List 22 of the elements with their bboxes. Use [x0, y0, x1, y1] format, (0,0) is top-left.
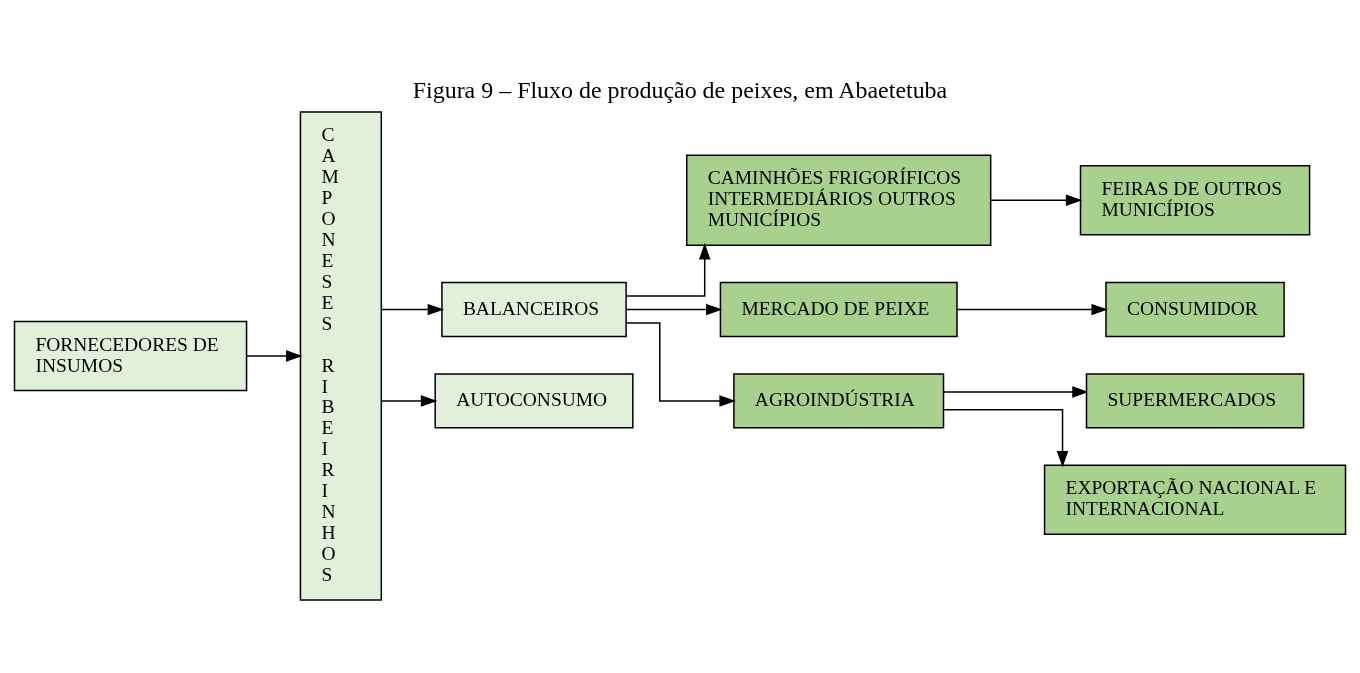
arrow: [943, 409, 1069, 468]
arrow: [246, 350, 303, 362]
node-box: BALANCEIROS: [441, 281, 627, 338]
node-box: AUTOCONSUMO: [434, 373, 634, 429]
arrow: [626, 322, 736, 407]
diagram-title: Figura 9 – Fluxo de produção de peixes, em Abaetetuba: [412, 77, 948, 104]
arrow: [942, 386, 1089, 398]
node-box: MERCADO DE PEIXE: [719, 281, 958, 338]
node-box: AGROINDÚSTRIA: [733, 373, 945, 429]
node-box: FORNECEDORES DE INSUMOS: [13, 320, 248, 392]
arrow: [380, 303, 445, 316]
node-box: FEIRAS DE OUTROS MUNICÍPIOS: [1079, 165, 1311, 236]
node-box: CAMINHÕES FRIGORÍFICOS INTERMEDIÁRIOS OUTROS MUNICÍPIOS: [686, 154, 992, 246]
node-box: CONSUMIDOR: [1105, 281, 1285, 338]
node-box: EXPORTAÇÃO NACIONAL E INTERNACIONAL: [1043, 464, 1347, 535]
arrow: [380, 395, 438, 407]
arrow: [625, 303, 723, 316]
node-box: SUPERMERCADOS: [1085, 373, 1305, 429]
arrow: [956, 303, 1108, 316]
node-box: CAMPONESES RIBEIRINHOS: [299, 111, 383, 601]
arrow: [990, 194, 1083, 207]
arrow: [625, 243, 711, 297]
